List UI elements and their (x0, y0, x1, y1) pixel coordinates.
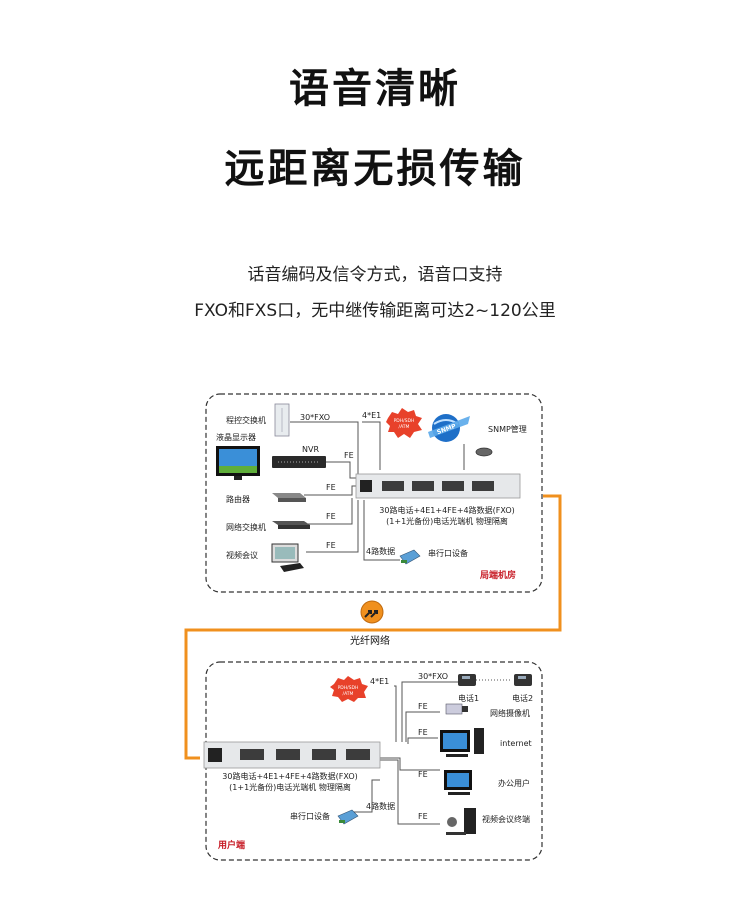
user-fe-link-label-3: FE (418, 770, 428, 779)
co-fe-link-label-4: FE (326, 541, 336, 550)
co-fxo-link-label: 30*FXO (300, 413, 331, 422)
ip-camera-label: 网络摄像机 (490, 709, 530, 718)
phone-2-label: 电话2 (512, 694, 534, 703)
user-optical-terminal-icon (203, 741, 381, 769)
co-device-desc-2: (1+1光备份)电话光端机 物理隔离 (386, 517, 508, 526)
co-e1-link-label: 4*E1 (362, 411, 382, 420)
office-user-label: 办公用户 (498, 779, 530, 788)
co-optical-terminal-icon (355, 473, 521, 499)
description-line-2: FXO和FXS口，无中继传输距离可达2~120公里 (194, 301, 556, 321)
lcd-monitor-icon (216, 446, 260, 480)
user-e1-link-label: 4*E1 (370, 677, 390, 686)
co-serial-label: 串行口设备 (428, 549, 468, 558)
router-icon (272, 493, 306, 502)
fiber-exchange-icon (360, 600, 384, 624)
pdh-sdh-atm-cloud-icon (386, 408, 422, 438)
user-cloud-text-2: /ATM (343, 691, 354, 697)
video-terminal-label: 视频会议终端 (482, 815, 530, 824)
co-serial-device-icon (399, 549, 421, 565)
fiber-link (184, 494, 562, 760)
central-office-zone (205, 393, 543, 593)
co-cloud-text-1: PDH/SDH (394, 418, 415, 424)
snmp-globe-icon (428, 414, 470, 442)
lcd-label: 液晶显示器 (216, 433, 256, 442)
user-pdh-sdh-atm-cloud-icon (330, 676, 368, 702)
ip-camera-icon (445, 703, 468, 715)
co-links (290, 421, 465, 561)
user-fxo-link-label: 30*FXO (418, 672, 449, 681)
co-fe-link-label-3: FE (326, 512, 336, 521)
user-serial-device-icon (337, 809, 359, 825)
co-cloud-text-2: /ATM (399, 424, 410, 430)
pbx-label: 程控交换机 (226, 416, 266, 425)
co-fe-link-label-2: FE (326, 483, 336, 492)
co-data-link-label: 4路数据 (366, 547, 396, 556)
user-cloud-text-1: PDH/SDH (338, 685, 359, 691)
user-device-desc-2: (1+1光备份)电话光端机 物理隔离 (229, 783, 351, 792)
description-line-1: 话音编码及信令方式，语音口支持 (247, 265, 503, 285)
switch-icon (272, 521, 310, 529)
internet-pc-icon (440, 728, 484, 757)
snmp-label: SNMP管理 (488, 425, 527, 434)
co-device-desc-1: 30路电话+4E1+4FE+4路数据(FXO) (379, 506, 515, 515)
user-fe-link-label-4: FE (418, 812, 428, 821)
title-line-2: 远距离无损传输 (224, 146, 526, 192)
user-data-link-label: 4路数据 (366, 802, 396, 811)
video-terminal-icon (446, 808, 476, 835)
pbx-cabinet-icon (274, 403, 290, 437)
phone-2-icon (514, 674, 532, 686)
video-conference-icon (271, 543, 304, 572)
office-pc-icon (444, 770, 472, 795)
switch-label: 网络交换机 (226, 523, 266, 532)
phone-1-icon (458, 674, 476, 686)
title-line-1: 语音清晰 (289, 66, 461, 112)
user-links (354, 679, 512, 825)
central-office-zone-label: 局端机房 (480, 571, 517, 581)
fiber-network-label: 光纤网络 (350, 636, 390, 647)
phone-1-label: 电话1 (458, 694, 480, 703)
user-fe-link-label-2: FE (418, 728, 428, 737)
nvr-label: NVR (302, 445, 320, 454)
user-serial-label: 串行口设备 (290, 812, 330, 821)
co-fe-link-label-1: FE (344, 451, 354, 460)
router-label: 路由器 (226, 495, 250, 504)
video-conf-label: 视频会议 (226, 551, 258, 560)
user-site-zone-label: 用户端 (218, 841, 246, 851)
mouse-icon (475, 447, 493, 457)
internet-label: internet (500, 739, 532, 748)
user-fe-link-label-1: FE (418, 702, 428, 711)
nvr-icon (272, 456, 326, 468)
user-device-desc-1: 30路电话+4E1+4FE+4路数据(FXO) (222, 772, 358, 781)
